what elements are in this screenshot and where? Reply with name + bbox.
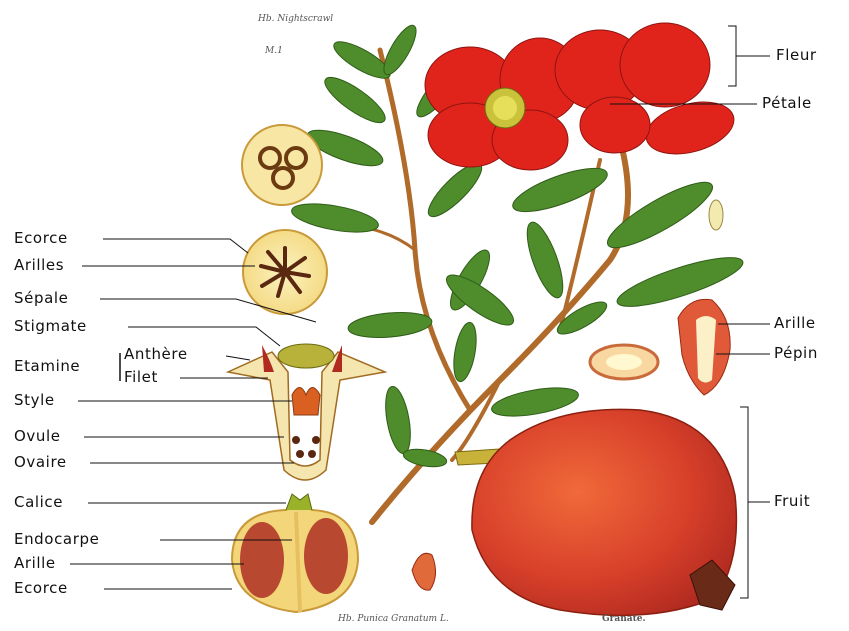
label-arille-right: Arille bbox=[774, 314, 816, 332]
whole-fruit bbox=[455, 409, 736, 615]
label-anthere: Anthère bbox=[124, 345, 188, 363]
label-stigmate: Stigmate bbox=[14, 317, 87, 335]
label-endocarpe: Endocarpe bbox=[14, 530, 99, 548]
label-filet: Filet bbox=[124, 368, 158, 386]
label-ovule: Ovule bbox=[14, 427, 61, 445]
label-fleur: Fleur bbox=[776, 46, 817, 64]
label-ecorce-top: Ecorce bbox=[14, 229, 68, 247]
label-fruit: Fruit bbox=[774, 492, 810, 510]
label-arilles: Arilles bbox=[14, 256, 64, 274]
label-ecorce-bottom: Ecorce bbox=[14, 579, 68, 597]
label-etamine: Etamine bbox=[14, 357, 80, 375]
plate-note-top: Hb. Nightscrawl bbox=[258, 14, 333, 24]
label-pepin: Pépin bbox=[774, 344, 818, 362]
section-trefoil bbox=[242, 125, 322, 205]
label-arille-left: Arille bbox=[14, 554, 56, 572]
plate-caption-species: Hb. Punica Granatum L. bbox=[338, 614, 449, 624]
label-sepale: Sépale bbox=[14, 289, 68, 307]
label-petale: Pétale bbox=[762, 94, 812, 112]
plate-number: M.1 bbox=[265, 46, 283, 56]
flowers bbox=[425, 23, 740, 170]
fruit-section bbox=[232, 494, 358, 612]
label-ovaire: Ovaire bbox=[14, 453, 67, 471]
section-arilles bbox=[243, 230, 327, 314]
label-calice: Calice bbox=[14, 493, 63, 511]
plate-caption-name: Granate. bbox=[602, 614, 646, 624]
flower-section bbox=[228, 344, 385, 480]
label-style: Style bbox=[14, 391, 55, 409]
